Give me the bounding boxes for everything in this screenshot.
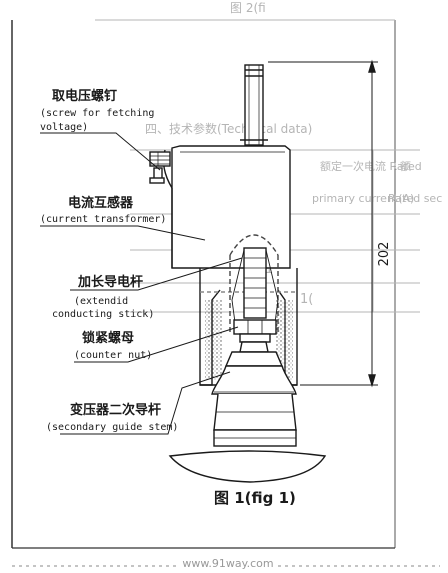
- ghost-col2-cn: 额: [400, 160, 411, 173]
- extended-conducting-stick: [231, 247, 279, 331]
- figure-caption: 图 1(fig 1): [214, 489, 296, 507]
- ghost-table-title: 四、技术参数(Technical data): [145, 121, 312, 136]
- secondary-guide-stem: [168, 341, 327, 483]
- leader-stick: [70, 257, 243, 291]
- label-screw-en2: voltage): [40, 122, 88, 133]
- ghost-col1-cn: 额定一次电流 Rated: [320, 159, 422, 173]
- callout-labels: 取电压螺钉 (screw for fetching voltage) 电流互感器…: [40, 88, 178, 433]
- label-screw-cn: 取电压螺钉: [52, 88, 117, 104]
- label-stick-en2: conducting stick): [52, 309, 154, 320]
- leader-nut: [74, 326, 239, 363]
- ct-housing: [162, 145, 291, 269]
- watermark-strip: www.91way.com: [12, 556, 440, 570]
- ghost-top-text: 图 2(fi: [230, 1, 266, 15]
- label-nut-en: (counter nut): [74, 350, 152, 361]
- ghost-col2-en: Rated sec: [388, 192, 442, 205]
- label-stick-en1: (extendid: [74, 296, 128, 307]
- ghost-val2: 1: [265, 262, 273, 277]
- counter-nut: [233, 319, 277, 343]
- label-guide-en: (secondary guide stem): [46, 422, 178, 433]
- dimension-202: [268, 59, 378, 388]
- label-guide-cn: 变压器二次导杆: [70, 402, 161, 418]
- label-ct-en: (current transformer): [40, 214, 166, 225]
- label-screw-en1: (screw for fetching: [40, 108, 154, 119]
- voltage-screw: [149, 151, 171, 184]
- leader-guide: [60, 371, 231, 435]
- ghost-val3: 1(: [300, 292, 313, 307]
- dimension-value: 202: [377, 242, 392, 267]
- terminal-stud: [240, 64, 268, 146]
- transformer-drawing: [40, 59, 378, 483]
- lower-insulator: [199, 268, 298, 386]
- label-ct-cn: 电流互感器: [68, 195, 134, 211]
- leader-ct: [40, 225, 206, 241]
- ghost-col1-en: primary current(A): [312, 192, 414, 205]
- label-nut-cn: 锁紧螺母: [82, 330, 134, 346]
- leader-lines: [40, 132, 243, 435]
- label-stick-cn: 加长导电杆: [77, 274, 143, 290]
- watermark-text: www.91way.com: [182, 557, 273, 570]
- leader-screw: [40, 132, 161, 171]
